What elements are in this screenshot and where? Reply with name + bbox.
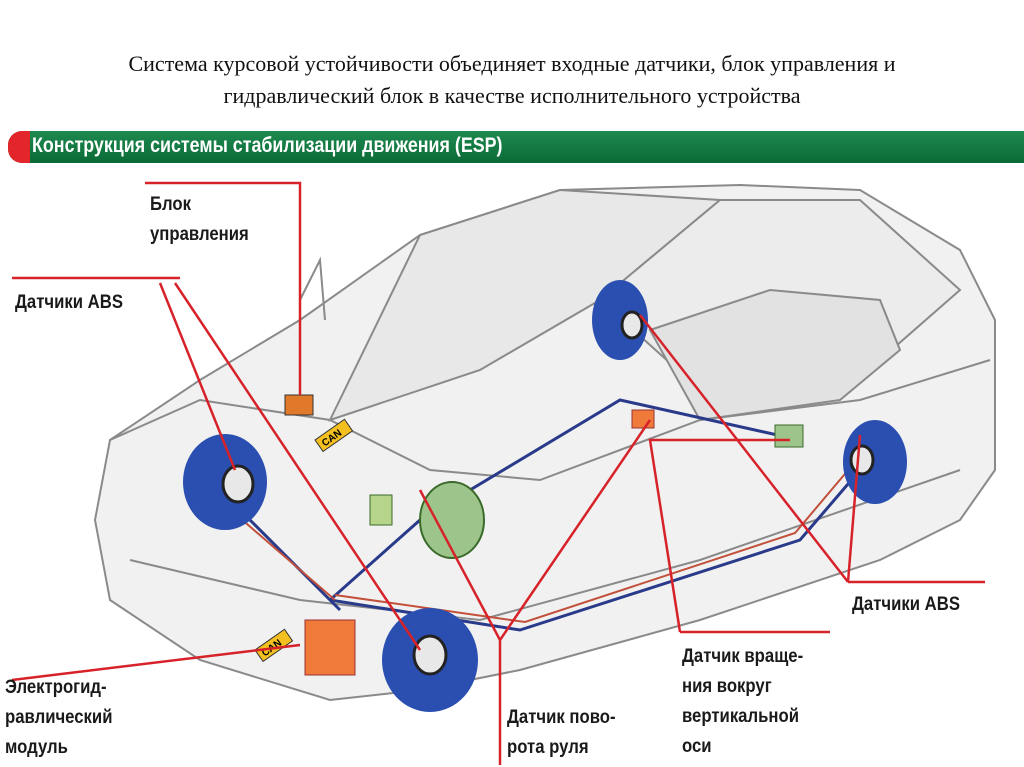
brake-booster bbox=[419, 481, 485, 559]
wheel-rear-left bbox=[592, 280, 648, 360]
label-line: управления bbox=[150, 224, 249, 245]
caption-line-1: Система курсовой устойчивости объединяет… bbox=[128, 51, 896, 76]
banner-accent bbox=[8, 131, 30, 163]
label-line: оси bbox=[682, 736, 712, 757]
label-line: ния вокруг bbox=[682, 676, 772, 697]
master-cylinder bbox=[369, 494, 393, 526]
label-abs-sensors-left: Датчики ABS bbox=[15, 292, 123, 313]
label-steering-sensor: Датчик пово- рота руля bbox=[507, 703, 616, 763]
label-line: Блок bbox=[150, 194, 192, 215]
wheel-brakes bbox=[183, 280, 907, 712]
leader-lines bbox=[11, 181, 985, 765]
label-line: равлический bbox=[5, 707, 113, 728]
label-yaw-sensor: Датчик враще- ния вокруг вертикальной ос… bbox=[682, 642, 803, 762]
esp-car-diagram: CAN CAN bbox=[11, 181, 996, 765]
label-control-unit: Блок управления bbox=[150, 190, 249, 250]
label-line: Датчик враще- bbox=[682, 646, 804, 667]
diagram-title: Конструкция системы стабилизации движени… bbox=[32, 134, 503, 157]
car-body bbox=[93, 183, 996, 702]
label-abs-sensors-right: Датчики ABS bbox=[852, 594, 960, 615]
label-line: вертикальной bbox=[682, 706, 799, 727]
slide-caption: Система курсовой устойчивости объединяет… bbox=[0, 48, 1024, 112]
wheel-front-left bbox=[183, 434, 267, 530]
diagram-title-banner: Конструкция системы стабилизации движени… bbox=[8, 131, 1024, 163]
label-line: рота руля bbox=[507, 737, 589, 758]
wheel-front-right bbox=[382, 608, 478, 712]
yaw-sensor-box bbox=[774, 424, 804, 448]
caption-line-2: гидравлический блок в качестве исполните… bbox=[223, 83, 801, 108]
wheel-rear-right bbox=[843, 420, 907, 504]
label-line: Электрогид- bbox=[5, 677, 107, 698]
label-line: модуль bbox=[5, 737, 68, 758]
label-line: Датчик пово- bbox=[507, 707, 616, 728]
control-unit-box bbox=[284, 394, 314, 416]
hydraulic-module-box bbox=[304, 619, 356, 676]
steering-sensor-box bbox=[631, 409, 655, 429]
label-hydraulic-module: Электрогид- равлический модуль bbox=[5, 673, 112, 763]
